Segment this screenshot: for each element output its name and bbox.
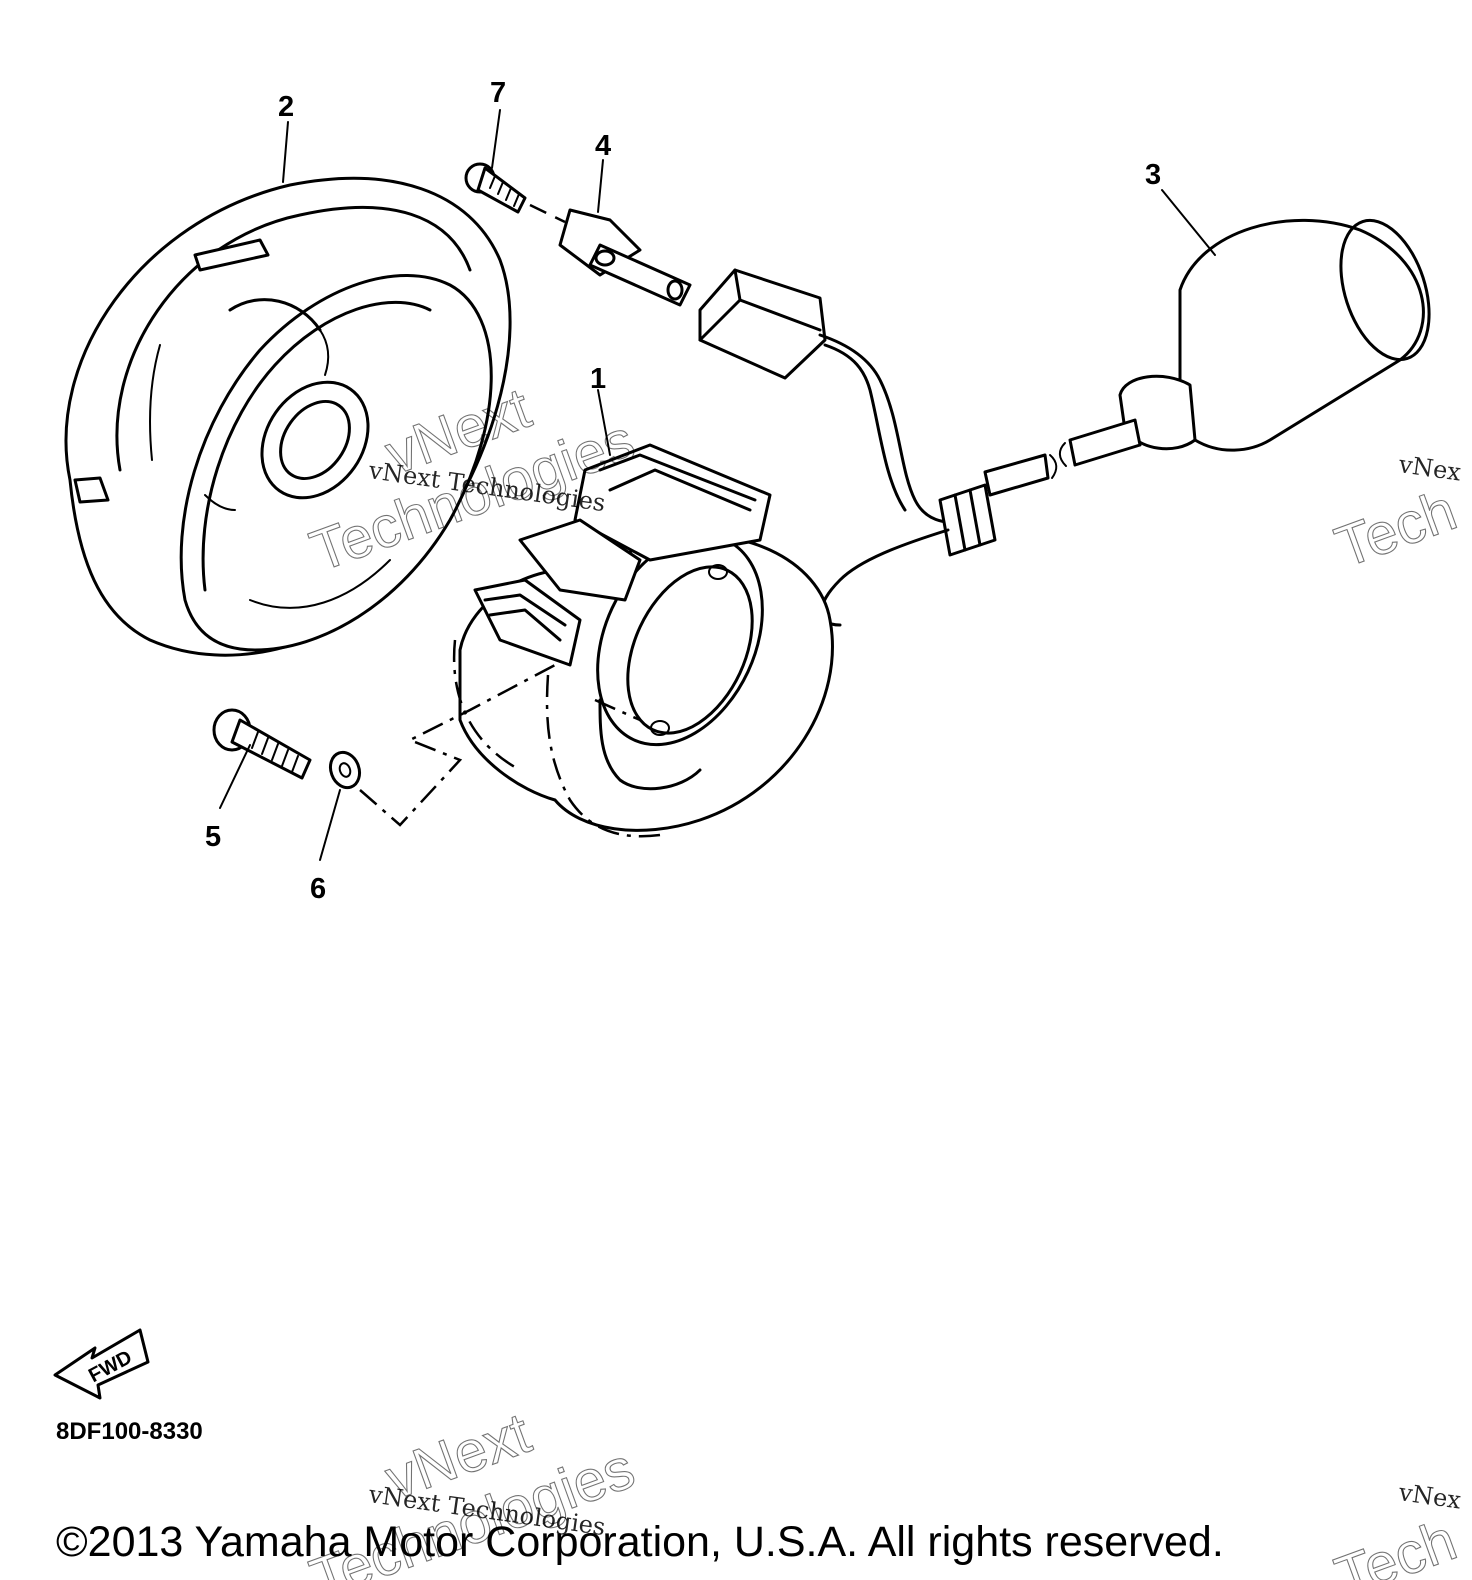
callout-1: 1 [590,363,606,395]
callout-7: 7 [490,77,506,109]
watermark-partial-big-2: Tech [1327,1507,1464,1580]
leader-lines [219,109,1216,861]
watermark-partial-big-1: Tech [1327,477,1464,580]
wire-coupler [698,268,962,524]
stator-assembly [452,443,834,838]
copyright-notice: ©2013 Yamaha Motor Corporation, U.S.A. A… [56,1518,1224,1566]
callout-2: 2 [278,91,294,123]
callout-4: 4 [595,130,611,162]
flywheel-rotor [64,176,512,657]
diagram-part-code: 8DF100-8330 [56,1418,203,1445]
lead-wire-clamp [558,208,692,307]
wire-grommet [819,483,997,627]
watermark-partial-small-2: vNex [1396,1478,1463,1515]
callout-5: 5 [205,821,221,853]
washer [328,750,362,790]
bolt-large [212,708,312,780]
bolt-small [464,162,566,224]
forward-arrow-icon: FWD [53,1328,150,1400]
callout-6: 6 [310,873,326,905]
assembly-line [359,663,556,827]
watermarks: vNext vNext Technologies Technologies vN… [302,375,1465,1580]
callout-3: 3 [1145,159,1161,191]
pulser-coil-assembly [983,218,1431,497]
callout-numbers: 1 2 3 4 5 6 7 [205,77,1161,905]
